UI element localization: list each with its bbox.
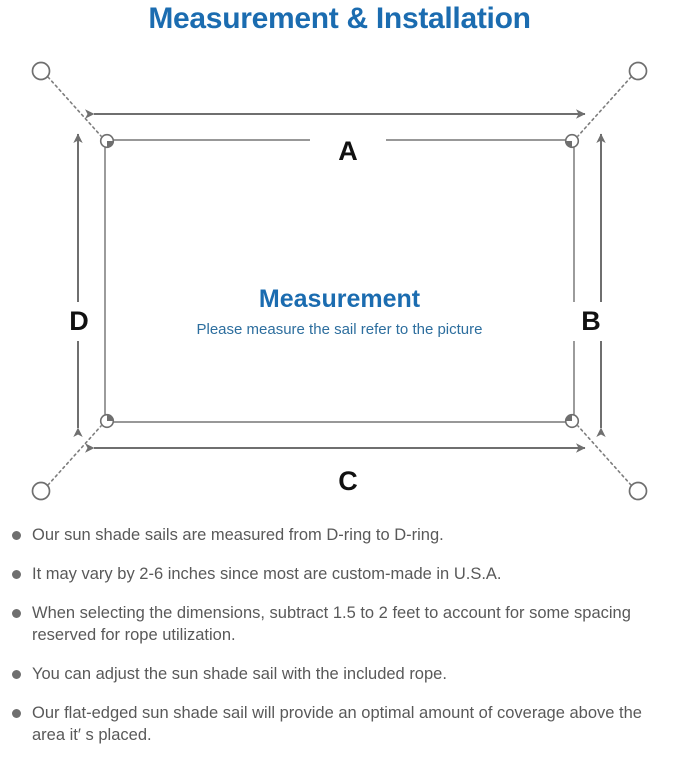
rope-lines: [47, 76, 632, 486]
note-item: It may vary by 2-6 inches since most are…: [0, 563, 679, 585]
anchor-point-top-left: [31, 61, 51, 81]
note-item: Our flat-edged sun shade sail will provi…: [0, 702, 679, 746]
bullet-icon: [12, 570, 21, 579]
diagram-svg: [31, 61, 648, 501]
d-ring-bottom-left: [99, 413, 115, 429]
note-item: When selecting the dimensions, subtract …: [0, 602, 679, 646]
anchor-point-top-right: [628, 61, 648, 81]
rope-bottom-left: [47, 425, 102, 486]
rope-bottom-right: [577, 425, 632, 486]
page-title: Measurement & Installation: [148, 2, 531, 35]
note-text: You can adjust the sun shade sail with t…: [32, 665, 447, 683]
sail-body: [104, 139, 575, 423]
note-text: It may vary by 2-6 inches since most are…: [32, 565, 502, 583]
anchor-point-bottom-left: [31, 481, 51, 501]
diagram-center-heading: Measurement: [258, 285, 421, 313]
rope-top-left: [47, 76, 102, 137]
dimension-arrows: [73, 109, 606, 453]
bullet-icon: [12, 709, 21, 718]
anchor-points: [31, 61, 648, 501]
note-item: You can adjust the sun shade sail with t…: [0, 663, 679, 685]
d-ring-top-left: [99, 133, 115, 149]
dimension-label-d: D: [58, 302, 100, 341]
rope-top-right: [577, 76, 632, 137]
dimension-label-b: B: [570, 302, 612, 341]
note-text: Our flat-edged sun shade sail will provi…: [32, 704, 642, 744]
d-rings: [99, 133, 580, 429]
diagram-center-subheading: Please measure the sail refer to the pic…: [196, 321, 483, 338]
notes-list: Our sun shade sails are measured from D-…: [0, 524, 679, 763]
note-item: Our sun shade sails are measured from D-…: [0, 524, 679, 546]
bullet-icon: [12, 670, 21, 679]
d-ring-top-right: [564, 133, 580, 149]
dimension-label-a: A: [310, 138, 386, 165]
note-text: When selecting the dimensions, subtract …: [32, 604, 631, 644]
anchor-point-bottom-right: [628, 481, 648, 501]
note-text: Our sun shade sails are measured from D-…: [32, 526, 444, 544]
measurement-diagram: A B C D Measurement Please measure the s…: [0, 44, 679, 514]
bullet-icon: [12, 531, 21, 540]
bullet-icon: [12, 609, 21, 618]
dimension-label-c: C: [310, 468, 386, 495]
d-ring-bottom-right: [564, 413, 580, 429]
